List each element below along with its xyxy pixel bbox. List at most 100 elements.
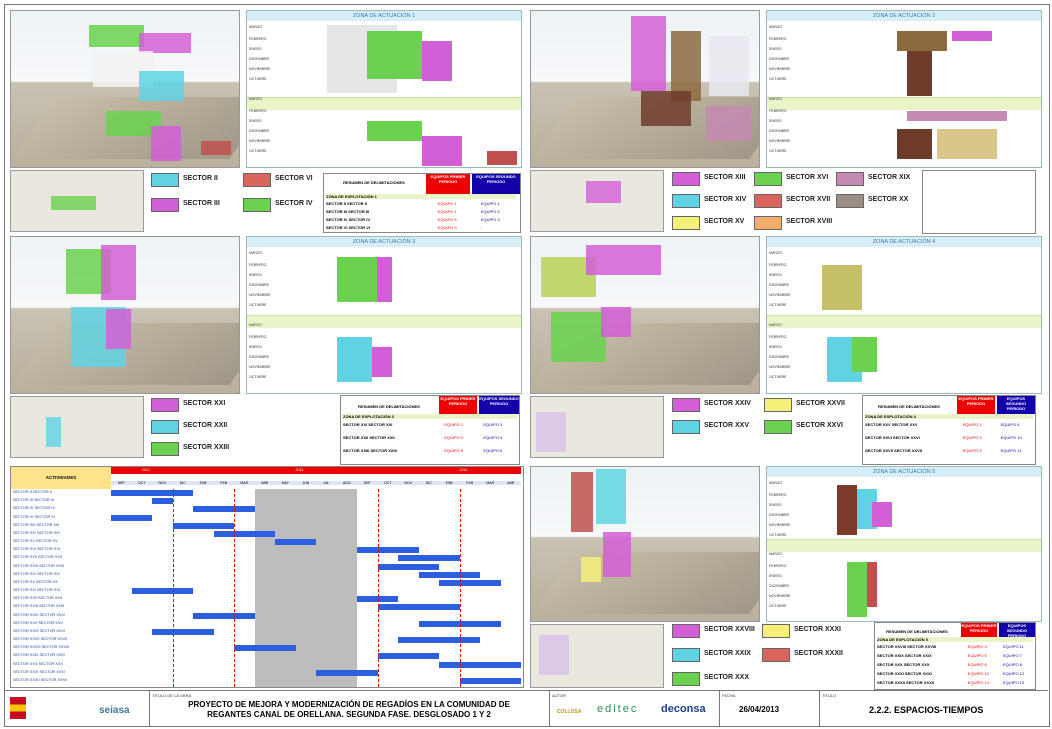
gantt-bar bbox=[193, 506, 255, 513]
panel-row-label: MARZO bbox=[249, 251, 262, 255]
gantt-year: 2015 bbox=[459, 468, 468, 472]
gantt-bar bbox=[398, 637, 480, 644]
summary-table-3: RESUMEN DE DELIMITACIONES EQUIPOS PRIMER… bbox=[340, 395, 520, 465]
legend-swatch bbox=[243, 173, 271, 187]
summary-row-b: EQUIPO 11 bbox=[1003, 644, 1024, 649]
3d-view-zone-1 bbox=[10, 10, 240, 168]
autor-cell: AUTOR COLLOSA editec deconsa bbox=[549, 691, 720, 726]
panel-row-label: ENERO bbox=[249, 119, 262, 123]
panel-row-label: OCTUBRE bbox=[249, 77, 267, 81]
panel-row-label: OCTUBRE bbox=[249, 375, 267, 379]
panel-row-label: DICIEMBRE bbox=[769, 513, 789, 517]
minimap-highlight bbox=[536, 412, 566, 452]
summary-row-b: EQUIPO 11 bbox=[1000, 448, 1022, 453]
gantt-bar bbox=[418, 571, 480, 578]
summary-col2: EQUIPOS SEGUNDO PERIODO bbox=[997, 396, 1035, 414]
zone-title: ZONA DE ACTUACIÓN 4 bbox=[767, 237, 1041, 247]
terrain-plane bbox=[532, 551, 759, 614]
volume-block bbox=[641, 91, 691, 126]
summary-zone: ZONA DE EXPLOTACIÓN 1 bbox=[326, 194, 516, 199]
schedule-bar bbox=[937, 129, 997, 159]
gantt-month: DIC bbox=[172, 481, 193, 485]
gantt-row-label: SECTOR XX SECTOR XX bbox=[13, 579, 58, 584]
gantt-bar bbox=[316, 669, 378, 676]
gantt-month: ENE bbox=[439, 481, 460, 485]
minimap-highlight bbox=[51, 196, 96, 210]
summary-row-name: SECTOR XXIX SECTOR XXIX bbox=[877, 653, 932, 658]
panel-row-label: DICIEMBRE bbox=[769, 129, 789, 133]
panel-row-label: NOVIEMBRE bbox=[249, 67, 271, 71]
panel-row-label: OCTUBRE bbox=[769, 303, 787, 307]
schedule-bar bbox=[907, 111, 1007, 121]
panel-row-label: DICIEMBRE bbox=[249, 355, 269, 359]
minimap-highlight bbox=[539, 635, 569, 675]
panel-row-label: ENERO bbox=[249, 47, 262, 51]
period-strip bbox=[767, 315, 1041, 328]
volume-block bbox=[709, 36, 749, 96]
legend-swatch bbox=[672, 648, 700, 662]
gantt-row-label: SECTOR XVI SECTOR XVI bbox=[13, 547, 60, 552]
summary-table-5: RESUMEN DE DELIMITACIONES EQUIPOS PRIMER… bbox=[874, 622, 1036, 690]
panel-row-label: OCTUBRE bbox=[769, 533, 787, 537]
fecha-value: 26/04/2013 bbox=[739, 705, 780, 714]
3d-view-zone-3 bbox=[10, 236, 240, 394]
summary-row-a: EQUIPO 1 bbox=[962, 422, 982, 427]
schedule-bar bbox=[337, 337, 372, 382]
gantt-month: MAR bbox=[234, 481, 255, 485]
gantt-month: JUN bbox=[295, 481, 316, 485]
panel-row-label: NOVIEMBRE bbox=[769, 594, 791, 598]
panel-row-label: MARZO bbox=[249, 97, 262, 101]
schedule-bar bbox=[837, 485, 857, 535]
minimap-highlight bbox=[46, 417, 61, 447]
summary-row-b: EQUIPO 7 bbox=[1003, 653, 1022, 658]
legend-swatch bbox=[672, 194, 700, 208]
summary-row-a: EQUIPO 13 bbox=[967, 680, 989, 685]
gantt-month: FEB bbox=[459, 481, 480, 485]
period-strip bbox=[767, 539, 1041, 552]
summary-zone: ZONA DE EXPLOTACIÓN 5 bbox=[877, 637, 1033, 642]
volume-block bbox=[106, 309, 131, 349]
panel-row-label: ENERO bbox=[769, 47, 782, 51]
summary-row-a: EQUIPO 9 bbox=[962, 448, 982, 453]
gantt-row-label: SECTOR IV SECTOR IV bbox=[13, 506, 55, 511]
volume-block bbox=[139, 71, 184, 101]
gantt-row-label: SECTOR XXIX SECTOR XXIX bbox=[13, 653, 65, 658]
legend-swatch bbox=[762, 648, 790, 662]
summary-row-a: EQUIPO 1 bbox=[437, 201, 457, 206]
panel-row-label: FEBRERO bbox=[249, 37, 267, 41]
summary-row-name: SECTOR XXXII SECTOR XXXII bbox=[877, 680, 934, 685]
gantt-row-label: SECTOR XIV SECTOR XIV bbox=[13, 530, 60, 535]
logo-cell: seiasa bbox=[4, 691, 150, 726]
fecha-label: FECHA bbox=[722, 693, 736, 698]
legend-label: SECTOR XXVII bbox=[796, 400, 845, 407]
summary-row-b: EQUIPO 1 bbox=[480, 201, 500, 206]
gantt-row-label: SECTOR XIX SECTOR XIX bbox=[13, 571, 60, 576]
gantt-month: ABR bbox=[254, 481, 275, 485]
legend-label: SECTOR IV bbox=[275, 200, 313, 207]
schedule-bar bbox=[337, 257, 377, 302]
3d-view-zone-5 bbox=[530, 466, 760, 622]
volume-block bbox=[706, 106, 751, 141]
schedule-bar bbox=[897, 129, 932, 159]
minimap-zone-1 bbox=[10, 170, 144, 232]
minimap-zone-2 bbox=[530, 170, 664, 232]
panel-row-label: OCTUBRE bbox=[769, 149, 787, 153]
gantt-bar bbox=[131, 588, 193, 595]
summary-row-a: EQUIPO 6 bbox=[967, 662, 987, 667]
zone-title: ZONA DE ACTUACIÓN 1 bbox=[247, 11, 521, 21]
panel-row-label: DICIEMBRE bbox=[249, 283, 269, 287]
schedule-bar bbox=[372, 347, 392, 377]
gantt-row-label: SECTOR XXXII SECTOR XXXII bbox=[13, 677, 68, 682]
legend-label: SECTOR XIV bbox=[704, 196, 747, 203]
gantt-year-bar bbox=[111, 467, 521, 474]
legend-swatch bbox=[754, 216, 782, 230]
gantt-bar bbox=[111, 490, 193, 497]
legend-swatch bbox=[151, 398, 179, 412]
summary-row-name: SECTOR XXIII SECTOR XXIII bbox=[343, 448, 397, 453]
legend-swatch bbox=[151, 173, 179, 187]
gantt-row-label: SECTOR XXIII SECTOR XXIII bbox=[13, 604, 65, 609]
summary-row-name: SECTOR XXXI SECTOR XXXI bbox=[877, 671, 932, 676]
summary-row-name: SECTOR VI SECTOR VI bbox=[326, 225, 371, 230]
volume-block bbox=[671, 31, 701, 101]
